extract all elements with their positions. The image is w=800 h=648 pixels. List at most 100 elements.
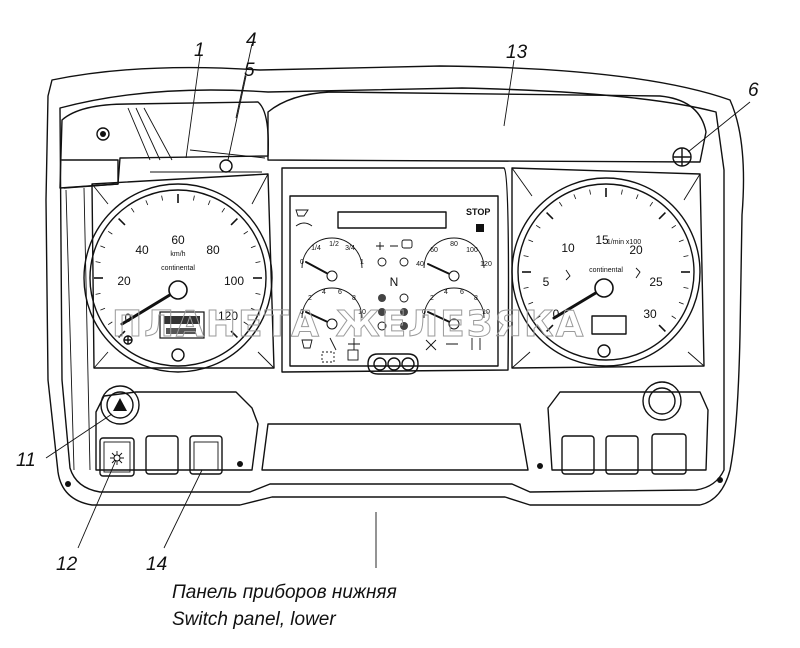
callout-11: 11 — [16, 450, 36, 471]
rocker-switch-blank-1[interactable] — [145, 435, 179, 475]
rocker-switch-blank-2[interactable] — [189, 435, 223, 475]
speedo-tick-6 — [100, 245, 106, 249]
tacho-tick-6 — [528, 239, 534, 243]
top-hood — [267, 91, 707, 163]
temp-gauge-arc — [423, 237, 485, 269]
hazard-triangle-icon — [113, 398, 127, 411]
pressure-left-tick-6: 6 — [338, 289, 342, 296]
speedo-tick-120: 120 — [218, 309, 238, 323]
speedo-tick-16 — [230, 218, 238, 226]
screw-head-right — [672, 147, 692, 167]
tacho-unit: 1/min x100 — [607, 239, 641, 246]
temp-tick-120: 120 — [480, 261, 492, 268]
pressure-right-arc — [423, 287, 485, 319]
rocker-switch-right-3[interactable] — [651, 433, 687, 475]
speedo-tick-11 — [161, 195, 163, 201]
housing-inner-rim — [59, 87, 725, 493]
callout-12: 12 — [56, 554, 78, 575]
callout-14: 14 — [146, 554, 167, 575]
tacho-tick-21 — [683, 287, 689, 289]
hazard-button-ring — [100, 385, 140, 425]
tacho-tick-5 — [523, 255, 529, 257]
speedo-tick-13 — [193, 195, 195, 201]
cover-ribs — [127, 107, 266, 173]
housing-screw-right — [717, 477, 723, 483]
callout-6: 6 — [748, 80, 759, 101]
tacho-tick-15: 15 — [595, 233, 609, 247]
fuel-hub — [326, 270, 338, 282]
center-lcd-display — [337, 211, 447, 229]
speedo-tick-60: 60 — [171, 233, 185, 247]
pressure-gauge-right: 0 2 4 6 8 10 — [422, 287, 490, 330]
pressure-right-tick-10: 10 — [482, 309, 490, 316]
speedo-tick-8 — [118, 218, 126, 226]
tacho-tick-24 — [658, 324, 666, 332]
center-top-left-icons — [295, 209, 313, 227]
lamp-icon-g — [377, 321, 387, 331]
right-round-button[interactable] — [648, 387, 676, 415]
tacho-tick-2 — [528, 301, 534, 305]
tacho-tick-14 — [635, 194, 639, 200]
center-round-button-3[interactable] — [401, 357, 415, 371]
callout-1: 1 — [194, 40, 205, 61]
pressure-right-tick-2: 2 — [430, 295, 434, 302]
panel-screw-right — [537, 463, 543, 469]
callout-4: 4 — [246, 30, 257, 51]
speedo-hub — [168, 280, 188, 300]
tacho-tick-18 — [678, 239, 684, 243]
tacho-zone-marks — [565, 267, 641, 281]
temp-gauge: 40 60 80 100 120 — [416, 237, 492, 282]
turn-signal-icon — [376, 242, 398, 250]
housing-outline — [45, 65, 745, 506]
panel-screw-left — [237, 461, 243, 467]
tacho-tick-16 — [658, 212, 666, 220]
fastener-5 — [219, 159, 233, 173]
tacho-tick-7 — [535, 224, 541, 229]
lower-center-recess — [261, 423, 529, 471]
tacho-tick-20: 20 — [629, 243, 643, 257]
pressure-left-tick-4: 4 — [322, 289, 326, 296]
tacho-brand: continental — [589, 267, 623, 274]
pressure-left-tick-2: 2 — [308, 295, 312, 302]
rocker-switch-right-2[interactable] — [605, 435, 639, 475]
speedo-bezel-corners — [91, 173, 275, 369]
lamp-icon-c — [378, 294, 386, 302]
pressure-left-tick-0: 0 — [300, 309, 304, 316]
rocker-switch-light[interactable] — [99, 437, 135, 477]
tacho-tick-8 — [546, 212, 554, 220]
speedo-tick-18 — [250, 245, 256, 249]
lamp-icon-b — [399, 257, 409, 267]
lamp-icon-a — [377, 257, 387, 267]
fuel-tick-quarter: 1/4 — [311, 245, 321, 252]
rocker-switch-right-1[interactable] — [561, 435, 595, 475]
hazard-button[interactable] — [106, 391, 134, 419]
tacho-lower-knob — [597, 344, 611, 358]
engine-hours-display — [591, 315, 627, 335]
tachometer-tick-marks — [522, 188, 690, 332]
speedo-tick-7 — [107, 230, 113, 235]
rocker-switch-blank-2-face — [193, 441, 219, 471]
gear-neutral-label: N — [390, 275, 399, 289]
left-side-lines — [65, 187, 91, 471]
pressure-gauge-left: 0 2 4 6 8 10 — [300, 287, 366, 330]
watermark-text: ПЛАНЕТА ЖЕЛЕЗЯКА — [112, 304, 585, 345]
light-sun-center — [113, 454, 121, 462]
bottom-left-icons — [301, 337, 360, 351]
fuel-tick-full: 1 — [360, 259, 364, 266]
center-round-button-2[interactable] — [387, 357, 401, 371]
stop-label: STOP — [466, 207, 490, 217]
housing-screw-left — [65, 481, 71, 487]
speedo-tick-0: 0 — [125, 311, 132, 325]
pressure-left-hub — [326, 318, 338, 330]
leader-4 — [235, 43, 253, 119]
screw-center-left — [100, 131, 106, 137]
tacho-tick-22 — [678, 301, 684, 305]
center-panel-face — [289, 195, 499, 367]
tacho-tick-13 — [621, 189, 623, 195]
pressure-right-tick-0: 0 — [422, 309, 426, 316]
pressure-right-tick-6: 6 — [460, 289, 464, 296]
odometer-total — [164, 316, 200, 324]
center-round-button-1[interactable] — [373, 357, 387, 371]
